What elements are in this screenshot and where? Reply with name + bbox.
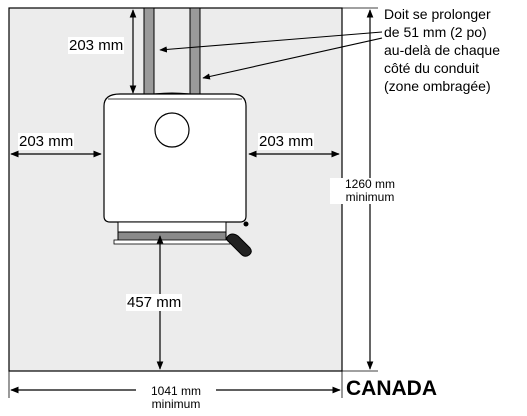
- width-dimension-value: 1041 mm: [150, 384, 202, 398]
- stove-ashlip: [113, 239, 231, 245]
- door-handle-pivot: [243, 221, 249, 227]
- note-line: (zone ombragée): [384, 78, 491, 94]
- note-line: de 51 mm (2 po): [384, 24, 487, 40]
- stove-body: [103, 93, 247, 223]
- depth-dimension-value: 1260 mm: [344, 177, 396, 191]
- note-line: Doit se prolonger: [384, 6, 491, 22]
- left-clearance-label: 203 mm: [18, 133, 75, 150]
- extension-note: Doit se prolonger de 51 mm (2 po) au-del…: [384, 5, 527, 95]
- pipe-clearance-label: 203 mm: [68, 37, 125, 54]
- door-handle: [226, 233, 252, 257]
- depth-dimension-label: 1260 mm minimum: [330, 178, 410, 204]
- note-leader-1: [159, 31, 383, 53]
- width-dimension-sub: minimum: [151, 397, 201, 411]
- width-dimension-label: 1041 mm minimum: [136, 385, 216, 411]
- note-leader-2: [202, 37, 383, 80]
- right-clearance-label: 203 mm: [258, 133, 315, 150]
- flue-pipe-left: [143, 7, 155, 99]
- stove-base: [117, 221, 227, 233]
- region-label: CANADA: [346, 377, 437, 400]
- depth-dimension-sub: minimum: [345, 190, 395, 204]
- flue-pipe-right: [189, 7, 201, 99]
- note-line: côté du conduit: [384, 60, 479, 76]
- front-clearance-label: 457 mm: [126, 294, 183, 311]
- flue-collar-circle: [154, 112, 190, 148]
- note-line: au-delà de chaque: [384, 42, 500, 58]
- stove-top-view: [103, 93, 252, 257]
